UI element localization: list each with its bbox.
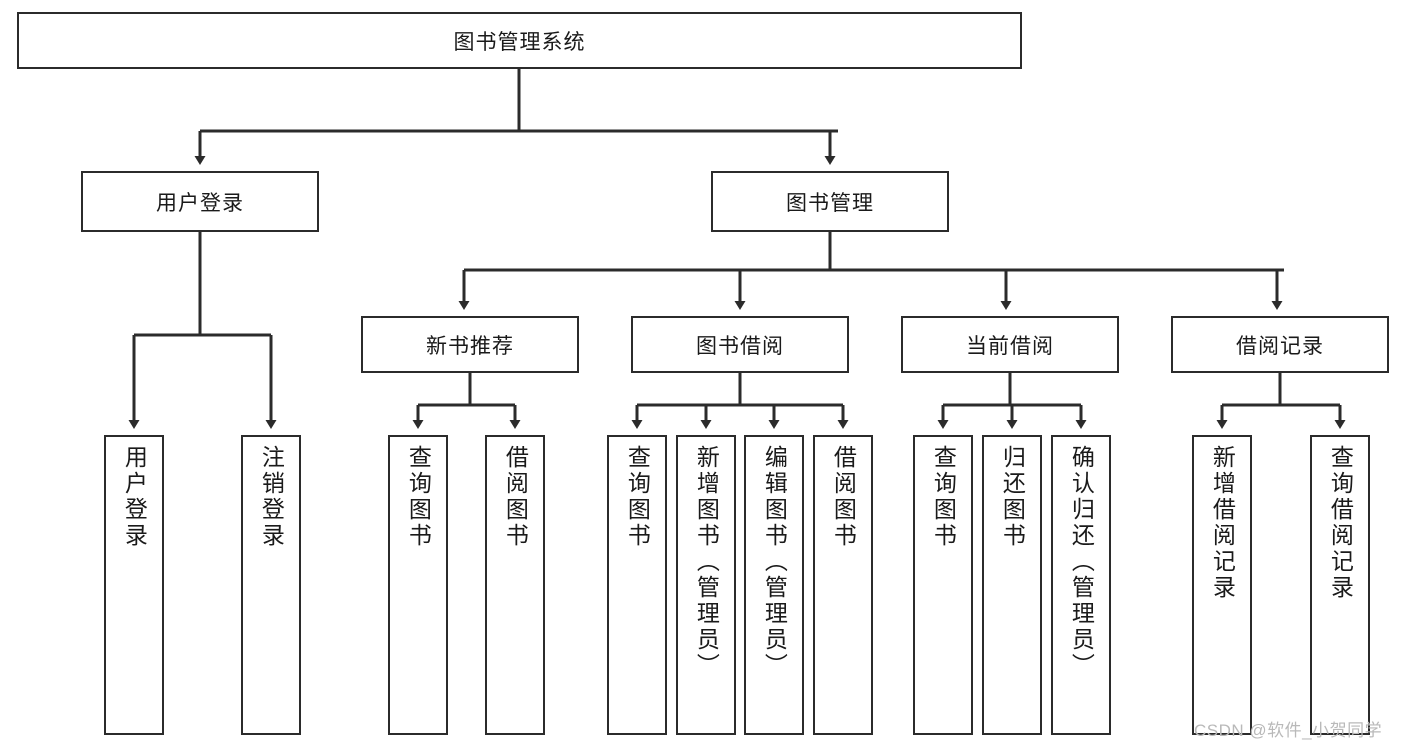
node-leaf-query-book-1[interactable]: 查询图书 xyxy=(388,435,448,735)
node-root-system[interactable]: 图书管理系统 xyxy=(17,12,1022,69)
node-new-book-rec[interactable]: 新书推荐 xyxy=(361,316,579,373)
node-leaf-return-book-label: 归还图书 xyxy=(999,445,1026,549)
csdn-watermark: CSDN @软件_小贺同学 xyxy=(1194,721,1383,740)
node-user-login[interactable]: 用户登录 xyxy=(81,171,319,232)
node-leaf-logout[interactable]: 注销登录 xyxy=(241,435,301,735)
node-leaf-borrow-book-1[interactable]: 借阅图书 xyxy=(485,435,545,735)
node-leaf-user-login[interactable]: 用户登录 xyxy=(104,435,164,735)
node-leaf-user-login-label: 用户登录 xyxy=(121,445,148,549)
node-leaf-add-book-label: 新增图书（管理员） xyxy=(693,445,720,679)
node-user-login-label: 用户登录 xyxy=(156,191,244,215)
node-leaf-query-book-3-label: 查询图书 xyxy=(930,445,957,549)
node-leaf-add-record[interactable]: 新增借阅记录 xyxy=(1192,435,1252,735)
node-book-borrow-label: 图书借阅 xyxy=(696,334,784,358)
node-leaf-return-book[interactable]: 归还图书 xyxy=(982,435,1042,735)
node-leaf-query-book-2-label: 查询图书 xyxy=(624,445,651,549)
node-leaf-borrow-book-1-label: 借阅图书 xyxy=(502,445,529,549)
node-leaf-query-record[interactable]: 查询借阅记录 xyxy=(1310,435,1370,735)
node-root-label: 图书管理系统 xyxy=(453,30,586,54)
node-leaf-query-record-label: 查询借阅记录 xyxy=(1327,445,1354,601)
node-book-manage[interactable]: 图书管理 xyxy=(711,171,949,232)
node-current-borrow-label: 当前借阅 xyxy=(966,334,1054,358)
node-book-borrow[interactable]: 图书借阅 xyxy=(631,316,849,373)
node-new-book-rec-label: 新书推荐 xyxy=(426,334,514,358)
node-leaf-confirm-return[interactable]: 确认归还（管理员） xyxy=(1051,435,1111,735)
node-leaf-query-book-1-label: 查询图书 xyxy=(405,445,432,549)
node-leaf-borrow-book-2[interactable]: 借阅图书 xyxy=(813,435,873,735)
node-leaf-query-book-2[interactable]: 查询图书 xyxy=(607,435,667,735)
node-leaf-query-book-3[interactable]: 查询图书 xyxy=(913,435,973,735)
node-leaf-add-book[interactable]: 新增图书（管理员） xyxy=(676,435,736,735)
node-book-manage-label: 图书管理 xyxy=(786,191,874,215)
node-leaf-edit-book-label: 编辑图书（管理员） xyxy=(761,445,788,679)
node-leaf-borrow-book-2-label: 借阅图书 xyxy=(830,445,857,549)
node-borrow-record-label: 借阅记录 xyxy=(1236,334,1324,358)
node-leaf-add-record-label: 新增借阅记录 xyxy=(1209,445,1236,601)
node-leaf-confirm-return-label: 确认归还（管理员） xyxy=(1068,445,1095,679)
node-leaf-logout-label: 注销登录 xyxy=(258,445,285,549)
node-borrow-record[interactable]: 借阅记录 xyxy=(1171,316,1389,373)
node-current-borrow[interactable]: 当前借阅 xyxy=(901,316,1119,373)
node-leaf-edit-book[interactable]: 编辑图书（管理员） xyxy=(744,435,804,735)
